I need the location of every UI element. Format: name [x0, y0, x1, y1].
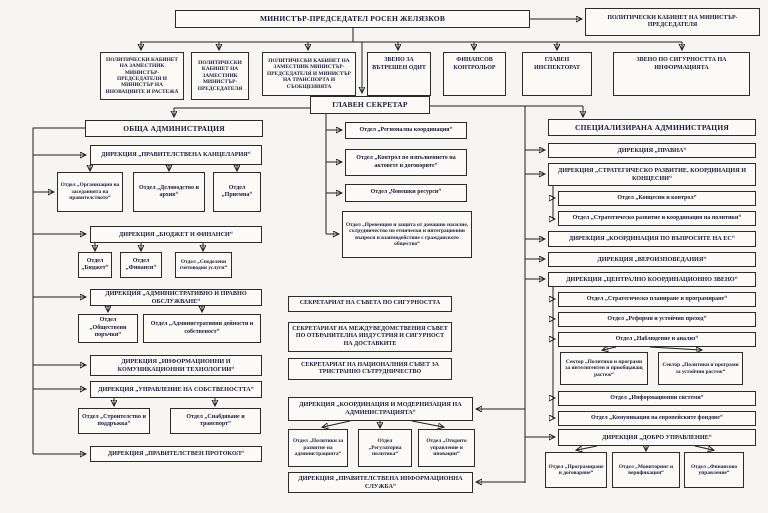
secretariat-security-council-box: СЕКРЕТАРИАТ НА СЪВЕТА ПО СИГУРНОСТТА: [288, 296, 452, 312]
secretariat-defence-industry-box: СЕКРЕТАРИАТ НА МЕЖДУВЕДОМСТВЕНИЯ СЪВЕТ П…: [288, 322, 452, 352]
dept-human-resources-box: Отдел „Човешки ресурси“: [345, 184, 467, 202]
prime-minister-box: МИНИСТЪР-ПРЕДСЕДАТЕЛ РОСЕН ЖЕЛЯЗКОВ: [175, 10, 530, 28]
dept-construction-maintenance-box: Отдел „Строителство и поддръжка“: [78, 408, 150, 434]
secretary-general-box: ГЛАВЕН СЕКРЕТАР: [310, 96, 430, 114]
dept-cabinet-sessions-box: Отдел „Организация на заседанията на пра…: [57, 172, 123, 212]
dept-strategic-policy-coordination-box: Отдел „Стратегическо развитие и координа…: [558, 211, 756, 226]
directorate-ict-box: ДИРЕКЦИЯ „ИНФОРМАЦИОННИ И КОМУНИКАЦИОННИ…: [90, 355, 262, 376]
dept-records-archive-box: Отдел „Деловодство и архив“: [133, 172, 205, 212]
dept-reforms-sustainable-transition-box: Отдел „Реформи и устойчив преход“: [558, 312, 756, 327]
dept-admin-development-policies-box: Отдел „Политики за развитие на администр…: [288, 429, 348, 467]
directorate-eu-coordination-box: ДИРЕКЦИЯ „КООРДИНАЦИЯ ПО ВЪПРОСИТЕ НА ЕС…: [548, 231, 756, 247]
directorate-gov-information-service-box: ДИРЕКЦИЯ „ПРАВИТЕЛСТВЕНА ИНФОРМАЦИОННА С…: [288, 472, 473, 493]
dept-acts-contracts-control-box: Отдел „Контрол по изпълнението на актове…: [345, 149, 467, 176]
cabinet-innovation-growth-box: ПОЛИТИЧЕСКИ КАБИНЕТ НА ЗАМЕСТНИК МИНИСТЪ…: [100, 52, 184, 100]
directorate-government-protocol-box: ДИРЕКЦИЯ „ПРАВИТЕЛСТВЕН ПРОТОКОЛ“: [90, 446, 262, 462]
directorate-central-coordination-unit-box: ДИРЕКЦИЯ „ЦЕНТРАЛНО КООРДИНАЦИОННО ЗВЕНО…: [548, 272, 756, 287]
secretariat-tripartite-council-box: СЕКРЕТАРИАТ НА НАЦИОНАЛНИЯ СЪВЕТ ЗА ТРИС…: [288, 358, 452, 380]
information-security-unit-box: ЗВЕНО ПО СИГУРНОСТТА НА ИНФОРМАЦИЯТА: [613, 52, 750, 96]
chief-inspectorate-box: ГЛАВЕН ИНСПЕКТОРАТ: [522, 52, 592, 96]
directorate-admin-modernization-box: ДИРЕКЦИЯ „КООРДИНАЦИЯ И МОДЕРНИЗАЦИЯ НА …: [288, 397, 473, 421]
dept-regional-coordination-box: Отдел „Регионална координация“: [345, 122, 467, 139]
directorate-religious-denominations-box: ДИРЕКЦИЯ „ВЕРОИЗПОВЕДАНИЯ“: [548, 252, 756, 267]
sector-smart-inclusive-growth-box: Сектор „Политики и програми за интелиген…: [560, 352, 648, 385]
dept-shared-accounting-box: Отдел „Споделени счетоводни услуги“: [175, 252, 232, 278]
dept-programming-contracting-box: Отдел „Програмиране и договаряне“: [545, 452, 607, 488]
directorate-legal-box: ДИРЕКЦИЯ „ПРАВНА“: [548, 143, 756, 158]
dept-prevention-civil-society-box: Отдел „Превенция и защита от домашно нас…: [342, 211, 472, 258]
dept-concessions-control-box: Отдел „Концесии и контрол“: [558, 191, 756, 206]
dept-monitoring-verification-box: Отдел „Мониторинг и верификация“: [612, 452, 680, 488]
dept-regulatory-policy-box: Отдел „Регулаторна политика“: [358, 429, 412, 467]
dept-monitoring-analysis-box: Отдел „Наблюдение и анализ“: [558, 332, 756, 347]
dept-strategic-planning-programming-box: Отдел „Стратегическо планиране и програм…: [558, 292, 756, 307]
dept-information-systems-box: Отдел „Информационни системи“: [558, 391, 756, 406]
specialized-administration-header: СПЕЦИАЛИЗИРАНА АДМИНИСТРАЦИЯ: [548, 119, 756, 136]
dept-supply-transport-box: Отдел „Снабдяване и транспорт“: [170, 408, 261, 434]
dept-budget-box: Отдел „Бюджет“: [78, 252, 112, 278]
general-administration-header: ОБЩА АДМИНИСТРАЦИЯ: [85, 120, 263, 137]
dept-financial-management-box: Отдел „Финансово управление“: [684, 452, 744, 488]
sector-sustainable-growth-box: Сектор „Политики и програми за устойчив …: [658, 352, 743, 385]
dept-admin-activities-property-box: Отдел „Административни дейности и собств…: [143, 314, 261, 343]
dept-public-procurement-box: Отдел „Обществени поръчки“: [78, 314, 138, 343]
directorate-government-chancellery-box: ДИРЕКЦИЯ „ПРАВИТЕЛСТВЕНА КАНЦЕЛАРИЯ“: [90, 145, 262, 165]
directorate-budget-finance-box: ДИРЕКЦИЯ „БЮДЖЕТ И ФИНАНСИ“: [90, 226, 262, 243]
dept-finance-box: Отдел „Финанси“: [120, 252, 162, 278]
dept-eu-funds-communication-box: Отдел „Комуникация на европейските фондо…: [558, 411, 756, 426]
cabinet-deputy-pm-box: ПОЛИТИЧЕСКИ КАБИНЕТ НА ЗАМЕСТНИК МИНИСТЪ…: [191, 52, 249, 100]
internal-audit-unit-box: ЗВЕНО ЗА ВЪТРЕШЕН ОДИТ: [367, 52, 431, 96]
directorate-strategic-development-concessions-box: ДИРЕКЦИЯ „СТРАТЕГИЧЕСКО РАЗВИТИЕ, КООРДИ…: [548, 163, 756, 186]
pm-political-cabinet-box: ПОЛИТИЧЕСКИ КАБИНЕТ НА МИНИСТЪР-ПРЕДСЕДА…: [585, 8, 760, 36]
financial-controller-box: ФИНАНСОВ КОНТРОЛЬОР: [443, 52, 506, 96]
cabinet-transport-box: ПОЛИТИЧЕСКИ КАБИНЕТ НА ЗАМЕСТНИК МИНИСТЪ…: [262, 52, 356, 96]
directorate-property-management-box: ДИРЕКЦИЯ „УПРАВЛЕНИЕ НА СОБСТВЕНОСТТА“: [90, 381, 262, 398]
dept-reception-box: Отдел „Приемна“: [213, 172, 261, 212]
directorate-good-governance-box: ДИРЕКЦИЯ „ДОБРО УПРАВЛЕНИЕ“: [558, 429, 756, 446]
directorate-admin-legal-services-box: ДИРЕКЦИЯ „АДМИНИСТРАТИВНО И ПРАВНО ОБСЛУ…: [90, 289, 262, 306]
dept-open-government-box: Отдел „Открито управление и иновации“: [418, 429, 475, 467]
